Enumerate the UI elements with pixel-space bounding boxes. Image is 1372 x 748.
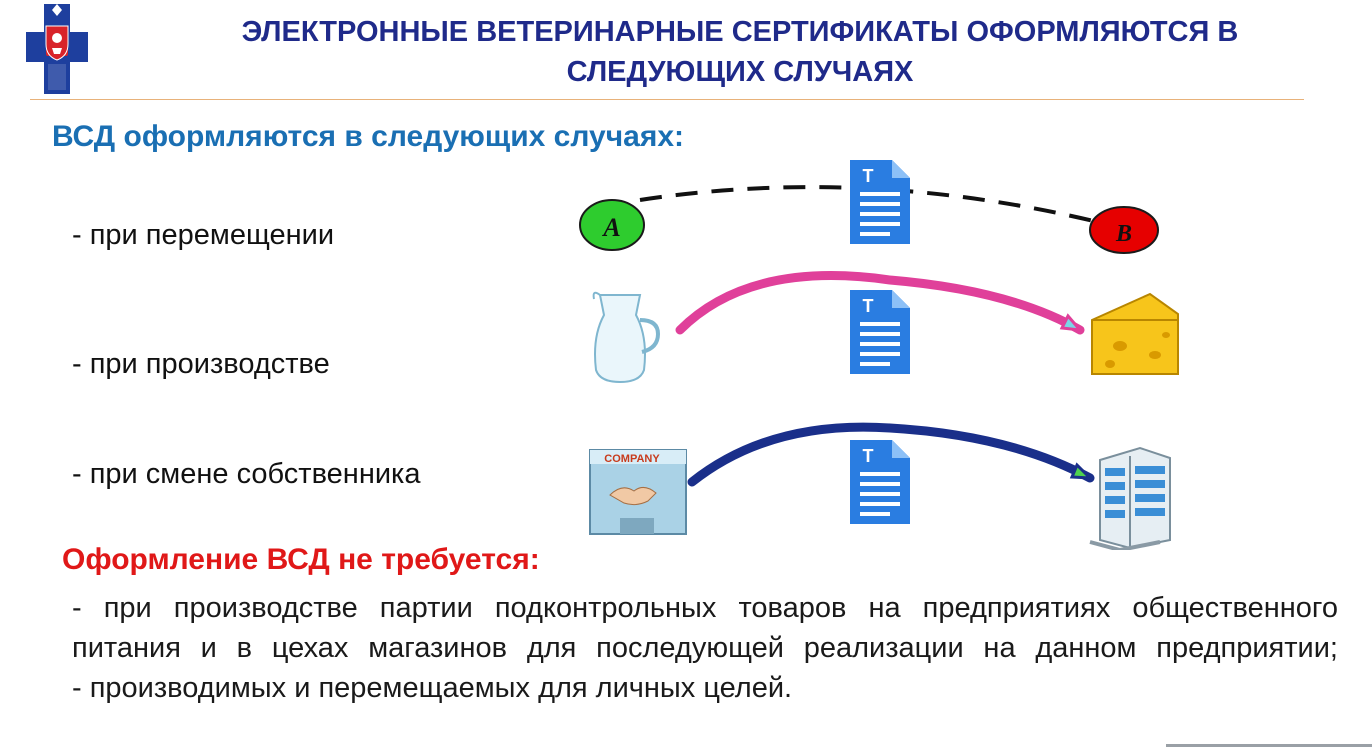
point-a-marker: A bbox=[579, 199, 645, 251]
not-required-heading: Оформление ВСД не требуется: bbox=[62, 543, 540, 576]
office-building-icon bbox=[1089, 446, 1171, 550]
owner-change-arrow bbox=[687, 422, 1095, 487]
document-icon: T bbox=[850, 440, 910, 524]
point-a-label: A bbox=[601, 213, 620, 242]
case-owner-change: - при смене собственника bbox=[72, 458, 421, 490]
milk-jug-icon bbox=[592, 291, 661, 384]
point-b-label: B bbox=[1115, 221, 1132, 247]
vsd-cases-diagram: A B COMPANY bbox=[579, 185, 1179, 550]
production-arrow bbox=[675, 271, 1085, 335]
case-movement: - при перемещении bbox=[72, 219, 335, 251]
case-production: - при производстве bbox=[72, 348, 330, 380]
company-building-icon: COMPANY bbox=[589, 449, 687, 535]
svg-text:T: T bbox=[863, 296, 874, 316]
document-icon: T bbox=[850, 290, 910, 374]
exception-item: - при производстве партии подконтрольных… bbox=[72, 592, 1338, 664]
exceptions-list: - при производстве партии подконтрольных… bbox=[72, 588, 1338, 708]
moscow-coat-of-arms-cross-icon bbox=[26, 4, 88, 94]
footer-bar bbox=[1166, 744, 1372, 747]
svg-text:T: T bbox=[863, 166, 874, 186]
exception-item: - производимых и перемещаемых для личных… bbox=[72, 672, 793, 704]
page-title: ЭЛЕКТРОННЫЕ ВЕТЕРИНАРНЫЕ СЕРТИФИКАТЫ ОФО… bbox=[241, 16, 1239, 88]
cheese-icon bbox=[1091, 292, 1179, 375]
company-sign: COMPANY bbox=[604, 453, 660, 465]
document-icon: T bbox=[850, 160, 910, 244]
section-subtitle: ВСД оформляются в следующих случаях: bbox=[52, 120, 684, 153]
point-b-marker: B bbox=[1089, 206, 1159, 254]
title-divider bbox=[30, 99, 1304, 100]
svg-text:T: T bbox=[863, 446, 874, 466]
